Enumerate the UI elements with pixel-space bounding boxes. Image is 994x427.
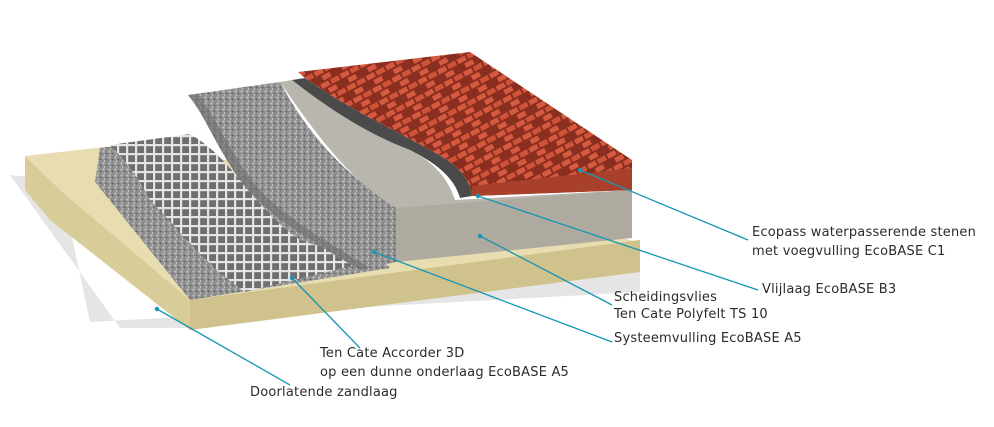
- label-ecopass-line2: met voegvulling EcoBASE C1: [752, 244, 946, 259]
- leader-vlijlaag: [477, 195, 759, 291]
- label-accorder-line2: op een dunne onderlaag EcoBASE A5: [320, 365, 570, 380]
- leader-dot-systeemvulling: [371, 249, 377, 255]
- label-vlijlaag: Vlijlaag EcoBASE B3: [762, 282, 897, 297]
- label-ecopass-line1: Ecopass waterpasserende stenen: [752, 225, 977, 240]
- leader-scheidingsvlies: [479, 235, 613, 306]
- leader-zandlaag: [156, 308, 291, 386]
- leader-accorder: [291, 277, 361, 349]
- leader-dot-accorder: [289, 275, 295, 281]
- leader-dot-vlijlaag: [475, 193, 481, 199]
- system-fill-edge: [188, 94, 370, 270]
- leader-systeemvulling: [373, 251, 613, 343]
- label-systeemvulling: Systeemvulling EcoBASE A5: [614, 331, 802, 346]
- leader-dot-scheidingsvlies: [477, 233, 483, 239]
- sand-layer-side: [190, 240, 640, 330]
- leader-dot-ecopass: [577, 167, 583, 173]
- accorder-grid: [110, 134, 368, 292]
- leader-dot-zandlaag: [154, 306, 160, 312]
- system-fill-gravel: [188, 82, 396, 270]
- separation-fleece-side: [396, 190, 632, 262]
- label-scheidingsvlies-line1: Scheidingsvlies: [614, 290, 718, 305]
- sand-layer-front: [25, 156, 190, 330]
- ecopass-pavers: [298, 52, 632, 196]
- bedding-layer: [292, 78, 472, 198]
- label-scheidingsvlies-line2: Ten Cate Polyfelt TS 10: [614, 307, 768, 322]
- label-zandlaag: Doorlatende zandlaag: [250, 385, 398, 400]
- label-accorder-line1: Ten Cate Accorder 3D: [320, 346, 465, 361]
- leader-ecopass: [579, 169, 749, 241]
